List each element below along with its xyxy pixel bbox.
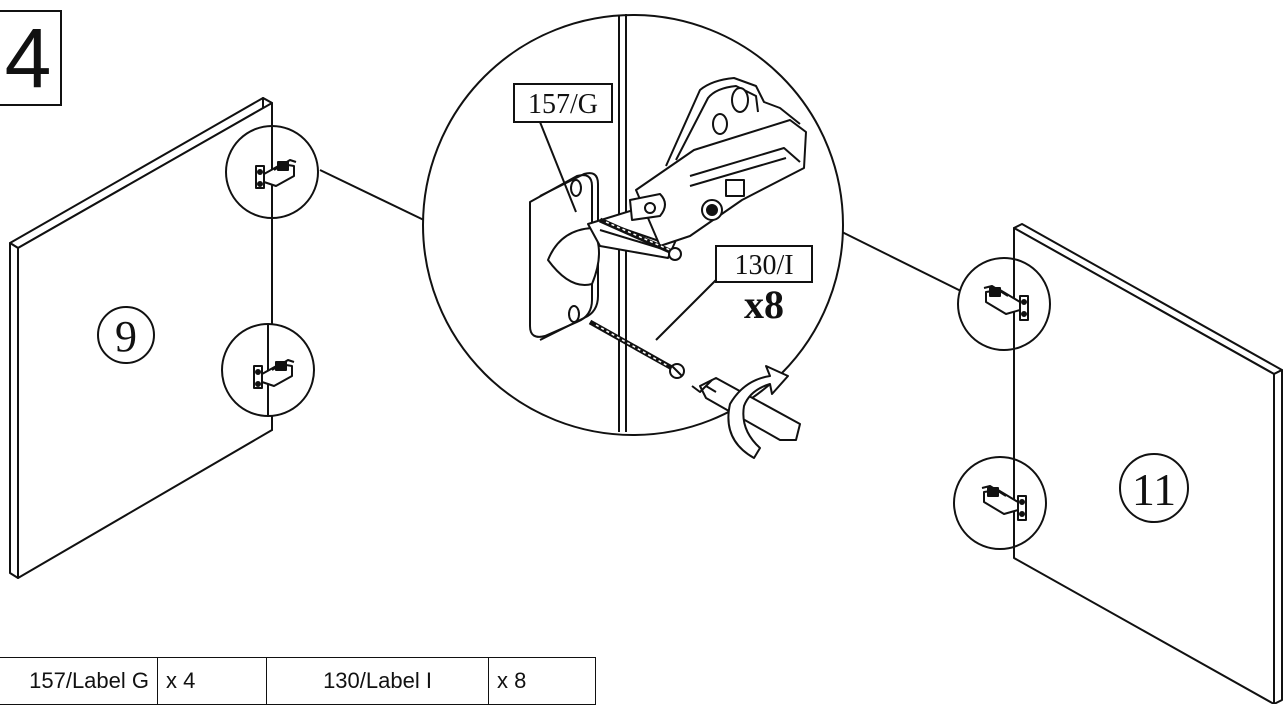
panel-number-right: 11 [1119,453,1189,523]
hinge-icon [981,485,1027,521]
callout-leader-right [841,231,976,299]
qty-g-cell: x 4 [157,657,267,705]
panel-number-right-text: 11 [1132,464,1176,515]
part-i-cell: 130/Label I [266,657,489,705]
panel-number-left: 9 [97,306,155,364]
screw-label-box: 130/I [715,245,813,283]
callout-leader-left [319,169,429,223]
hinge-circle-left-top [225,125,319,219]
hinge-detail-circle [422,14,844,459]
panel-number-left-text: 9 [115,312,137,361]
table-row: 157/Label G x 4 130/Label I x 8 [0,657,596,705]
parts-table: 157/Label G x 4 130/Label I x 8 [0,657,596,705]
step-number: 4 [0,10,62,106]
part-g-cell: 157/Label G [0,657,158,705]
hinge-circle-right-bottom [953,456,1047,550]
rotation-arrow-icon [727,365,789,459]
screw-icon [588,319,685,379]
hinge-label: 157/G [528,89,598,120]
hinge-circle-right-top [957,257,1051,351]
hinge-circle-left-bottom [221,323,315,417]
screw-quantity: x8 [744,282,784,327]
hinge-icon [253,359,295,389]
hinge-icon [983,285,1029,321]
screw-label: 130/I [734,250,793,281]
hinge-label-box: 157/G [513,83,613,123]
screwdriver-icon [691,377,801,441]
screw-icon [598,217,682,261]
qty-i-cell: x 8 [488,657,596,705]
hinge-icon [255,159,297,189]
